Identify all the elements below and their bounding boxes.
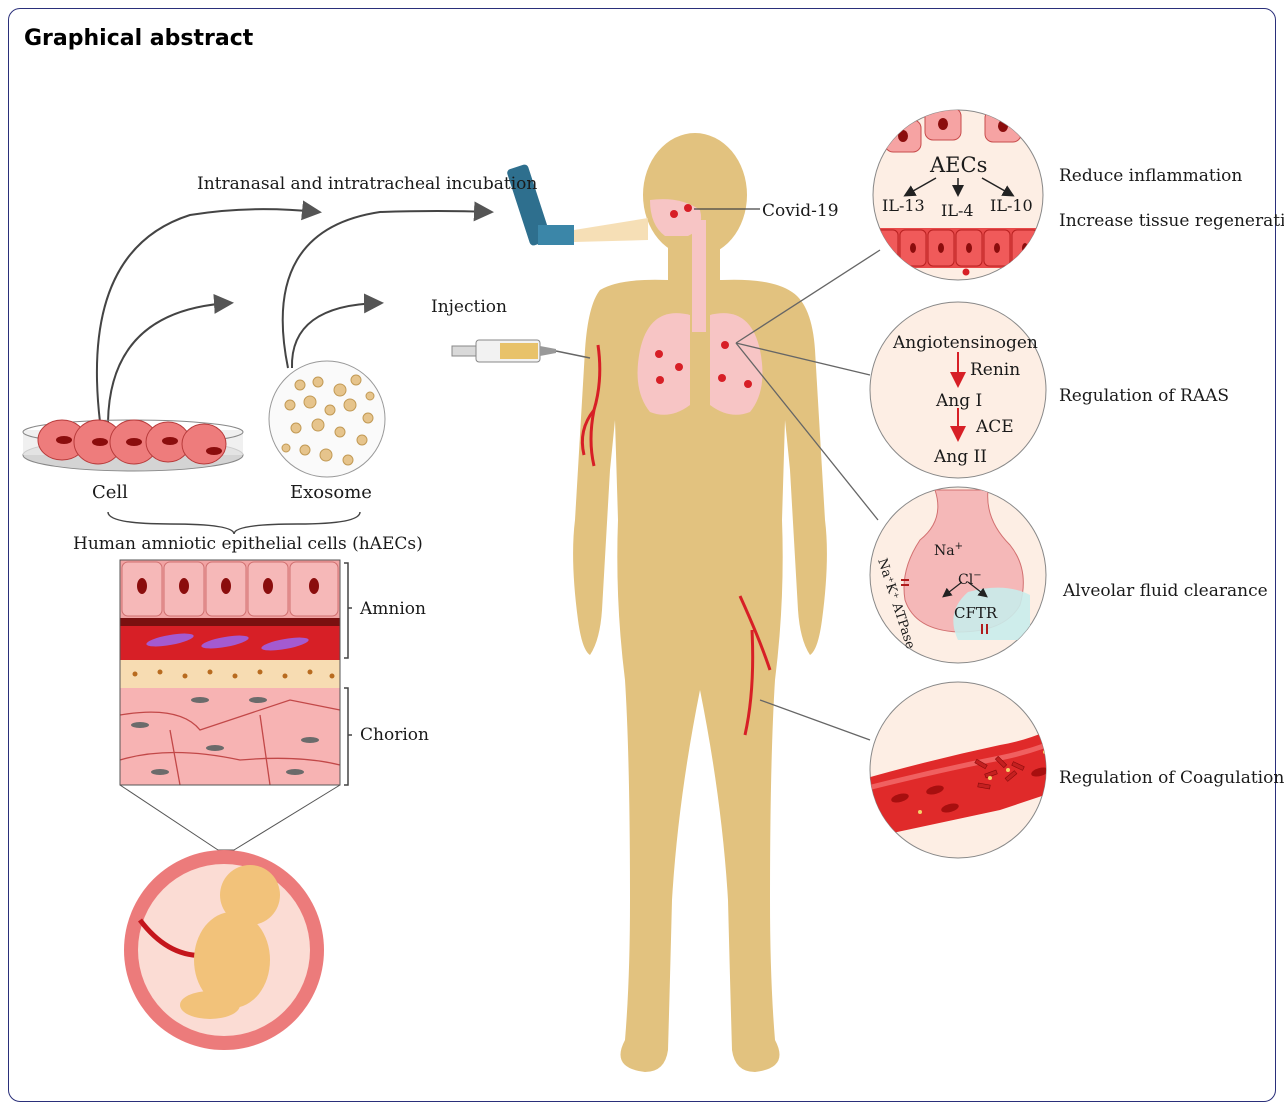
- cell-culture-dish: [23, 420, 243, 471]
- ang1-label: Ang I: [935, 391, 982, 411]
- inflammation-circle: [870, 108, 1050, 280]
- syringe-icon: [452, 340, 590, 362]
- cftr-label: CFTR: [954, 604, 998, 622]
- il4-label: IL-4: [941, 201, 974, 220]
- il10-label: IL-10: [990, 196, 1033, 215]
- angiotensinogen-label: Angiotensinogen: [892, 333, 1038, 353]
- source-brace: [108, 512, 360, 534]
- injection-label: Injection: [431, 297, 507, 317]
- amnion-chorion-tissue: [120, 560, 340, 785]
- zoom-lines: [120, 785, 340, 850]
- exosome-label: Exosome: [290, 482, 372, 503]
- increase-regeneration-label: Increase tissue regeneration: [1059, 211, 1284, 231]
- fluid-clearance-label: Alveolar fluid clearance: [1062, 581, 1268, 601]
- raas-label: Regulation of RAAS: [1059, 386, 1229, 406]
- covid-label: Covid-19: [762, 201, 839, 221]
- exosome-circle: [269, 361, 385, 477]
- chorion-bracket: [344, 688, 352, 785]
- amnion-bracket: [344, 563, 352, 658]
- ace-label: ACE: [975, 417, 1014, 437]
- haecs-label: Human amniotic epithelial cells (hAECs): [73, 534, 423, 554]
- intranasal-label: Intranasal and intratracheal incubation: [197, 174, 537, 194]
- coagulation-circle: [860, 682, 1060, 858]
- il13-label: IL-13: [882, 196, 925, 215]
- coagulation-label: Regulation of Coagulation: [1059, 768, 1284, 788]
- cell-label: Cell: [92, 482, 128, 503]
- ang2-label: Ang II: [933, 447, 987, 467]
- uterus-fetus: [124, 850, 324, 1050]
- aecs-label: AECs: [929, 153, 987, 177]
- renin-label: Renin: [970, 360, 1020, 380]
- reduce-inflammation-label: Reduce inflammation: [1059, 166, 1242, 186]
- amnion-label: Amnion: [359, 599, 426, 619]
- chorion-label: Chorion: [360, 725, 429, 745]
